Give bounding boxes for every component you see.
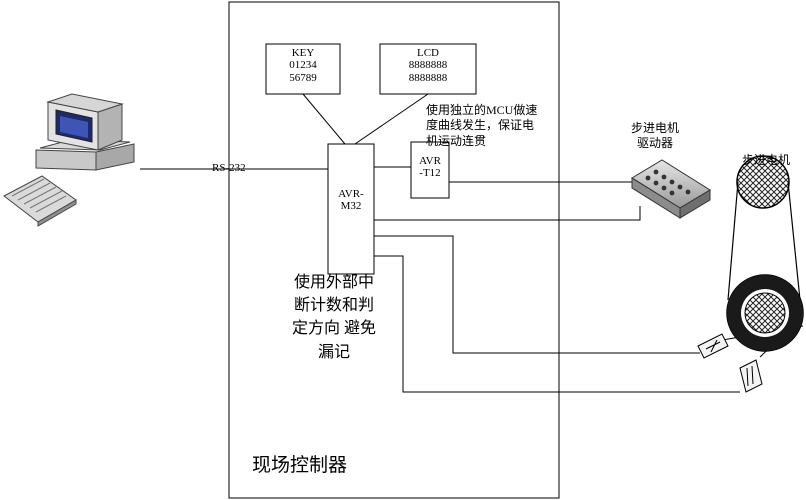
key-line-2: 01234 xyxy=(289,59,317,72)
interrupt-note-line-3: 定方向 避免 xyxy=(291,320,376,338)
avr-t12-box xyxy=(410,141,450,199)
sensor-b-icon xyxy=(739,359,763,393)
driver-label-line-1: 步进电机 xyxy=(630,121,679,135)
avr-m32-line-1: AVR- xyxy=(338,188,364,200)
key-box-label: KEY 01234 56789 xyxy=(266,47,340,84)
stepper-driver-label: 步进电机 驱动器 xyxy=(612,121,698,152)
avr-m32-line-2: M32 xyxy=(340,200,362,213)
lcd-line-2: 8888888 xyxy=(408,59,448,72)
avr-t12-label: AVR -T12 xyxy=(411,155,449,180)
computer-icon xyxy=(3,93,135,227)
stepper-motor-icon xyxy=(726,155,804,352)
stepper-driver-icon xyxy=(631,159,711,219)
field-controller-box xyxy=(228,1,560,499)
avr-m32-box xyxy=(327,143,375,275)
lcd-box-label: LCD 8888888 8888888 xyxy=(380,47,476,84)
avr-t12-line-1: AVR xyxy=(419,155,441,167)
pulse-line xyxy=(449,181,651,190)
avr-m32-label: AVR- M32 xyxy=(328,188,374,213)
driver-label-line-2: 驱动器 xyxy=(636,136,673,151)
key-line-1: KEY xyxy=(291,47,315,59)
lcd-line-1: LCD xyxy=(417,47,439,59)
mcu-note-line-2: 度曲线发生，保证电 xyxy=(426,118,535,133)
avr-t12-line-2: -T12 xyxy=(419,167,441,180)
mcu-note-line-1: 使用独立的MCU做速 xyxy=(426,103,538,117)
stepper-motor-label: 步进电机 xyxy=(742,153,791,167)
mcu-note: 使用独立的MCU做速 度曲线发生，保证电 机运动连贯 xyxy=(426,103,537,149)
interrupt-note-line-1: 使用外部中 xyxy=(293,274,374,291)
field-controller-label: 现场控制器 xyxy=(252,455,348,476)
key-line-3: 56789 xyxy=(289,71,317,84)
mcu-note-line-3: 机运动连贯 xyxy=(426,133,487,148)
interrupt-note: 使用外部中 断计数和判 定方向 避免 漏记 xyxy=(266,271,402,364)
lcd-box xyxy=(379,43,477,95)
sensor-b-line xyxy=(374,255,740,393)
sensor-a-icon xyxy=(697,333,729,359)
sensor-a-line xyxy=(374,235,700,354)
direction-line xyxy=(374,206,641,221)
interrupt-note-line-2: 断计数和判 xyxy=(293,297,374,315)
key-to-mcu-line xyxy=(302,93,346,145)
interrupt-note-line-4: 漏记 xyxy=(317,343,350,361)
lcd-line-3: 8888888 xyxy=(408,71,448,84)
rs232-label: RS-232 xyxy=(212,162,246,174)
lcd-to-mcu-line xyxy=(354,93,429,145)
